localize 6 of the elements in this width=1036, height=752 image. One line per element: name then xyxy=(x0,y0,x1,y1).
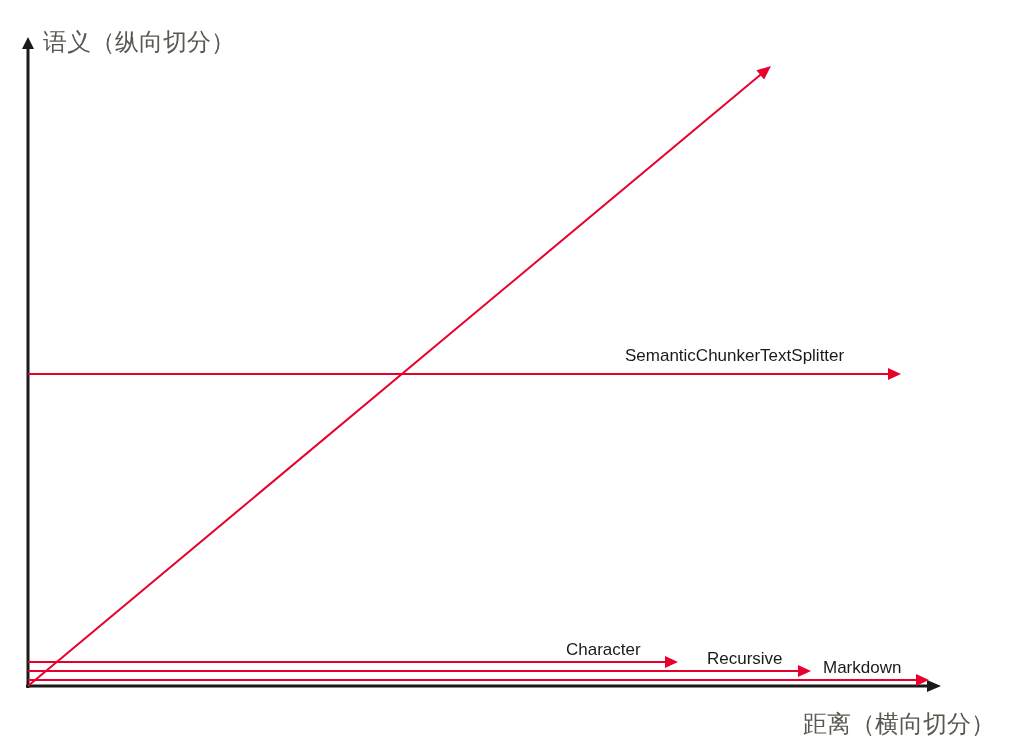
arrow-label: Recursive xyxy=(707,648,783,669)
axis-title: 语义（纵向切分） xyxy=(43,27,235,57)
arrow-label: Character xyxy=(566,639,641,660)
arrow-label: Markdown xyxy=(823,657,902,678)
arrow-label: SemanticChunkerTextSplitter xyxy=(625,345,845,366)
axis-title: 距离（横向切分） xyxy=(803,709,995,739)
